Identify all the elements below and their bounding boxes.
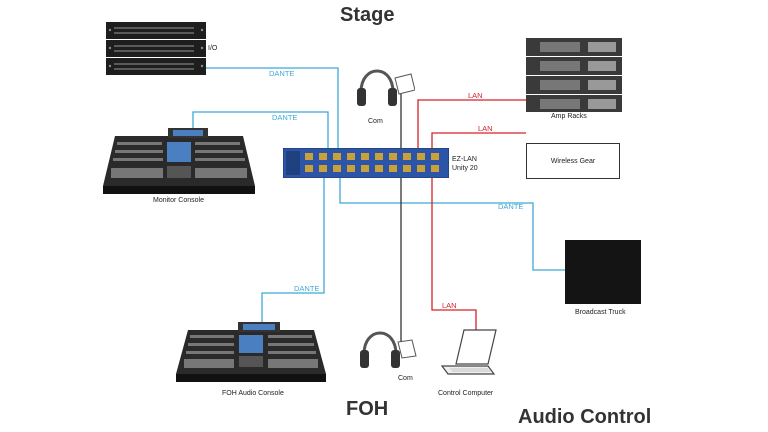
amplifier-rack-icon — [526, 38, 622, 112]
com-bottom — [358, 322, 418, 374]
mixing-console-icon — [176, 322, 326, 382]
com-top — [355, 60, 415, 116]
laptop-icon — [440, 329, 497, 375]
dante-label-broadcast: DANTE — [498, 202, 524, 211]
amp-racks-label: Amp Racks — [551, 113, 587, 120]
com-bottom-label: Com — [398, 375, 413, 382]
dante-label-foh: DANTE — [294, 284, 320, 293]
lan-line-amp — [417, 99, 526, 148]
control-computer — [440, 328, 498, 380]
dante-line-broadcast — [339, 178, 565, 271]
dante-label-monitor: DANTE — [272, 113, 298, 122]
lan-line-wireless — [431, 132, 526, 148]
io-rack — [106, 22, 206, 76]
audio-control-heading: Audio Control — [518, 406, 652, 428]
lan-label-amp: LAN — [468, 91, 483, 100]
dante-line-io — [205, 67, 339, 148]
foh-console — [176, 322, 326, 382]
switch-label: EZ-LAN Unity 20 — [452, 155, 478, 173]
io-rack-icon — [106, 22, 206, 75]
amp-racks — [526, 38, 622, 112]
foh-heading: FOH — [346, 398, 389, 420]
lan-label-wireless: LAN — [478, 124, 493, 133]
network-switch-icon — [283, 148, 449, 178]
wireless-gear-box: Wireless Gear — [526, 143, 620, 179]
dante-label-io: DANTE — [269, 69, 295, 78]
headset-icon — [360, 331, 417, 368]
stage-heading: Stage — [340, 4, 395, 26]
io-label: I/O — [208, 45, 218, 52]
mixing-console-icon — [103, 128, 255, 194]
headset-icon — [357, 69, 415, 106]
lan-line-computer — [431, 178, 477, 330]
lan-label-computer: LAN — [442, 301, 457, 310]
foh-console-label: FOH Audio Console — [222, 390, 284, 397]
control-computer-label: Control Computer — [438, 390, 494, 397]
dante-line-foh — [261, 178, 325, 322]
dante-line-monitor — [192, 111, 329, 148]
switch-label-line1: EZ-LAN — [452, 156, 477, 163]
ezlan-switch — [283, 148, 449, 178]
broadcast-truck-box — [565, 240, 641, 304]
com-top-label: Com — [368, 118, 383, 125]
wireless-gear-label: Wireless Gear — [550, 157, 596, 165]
monitor-console — [103, 128, 255, 194]
switch-label-line2: Unity 20 — [452, 165, 478, 172]
monitor-console-label: Monitor Console — [153, 197, 204, 204]
broadcast-truck-label: Broadcast Truck — [575, 309, 626, 316]
